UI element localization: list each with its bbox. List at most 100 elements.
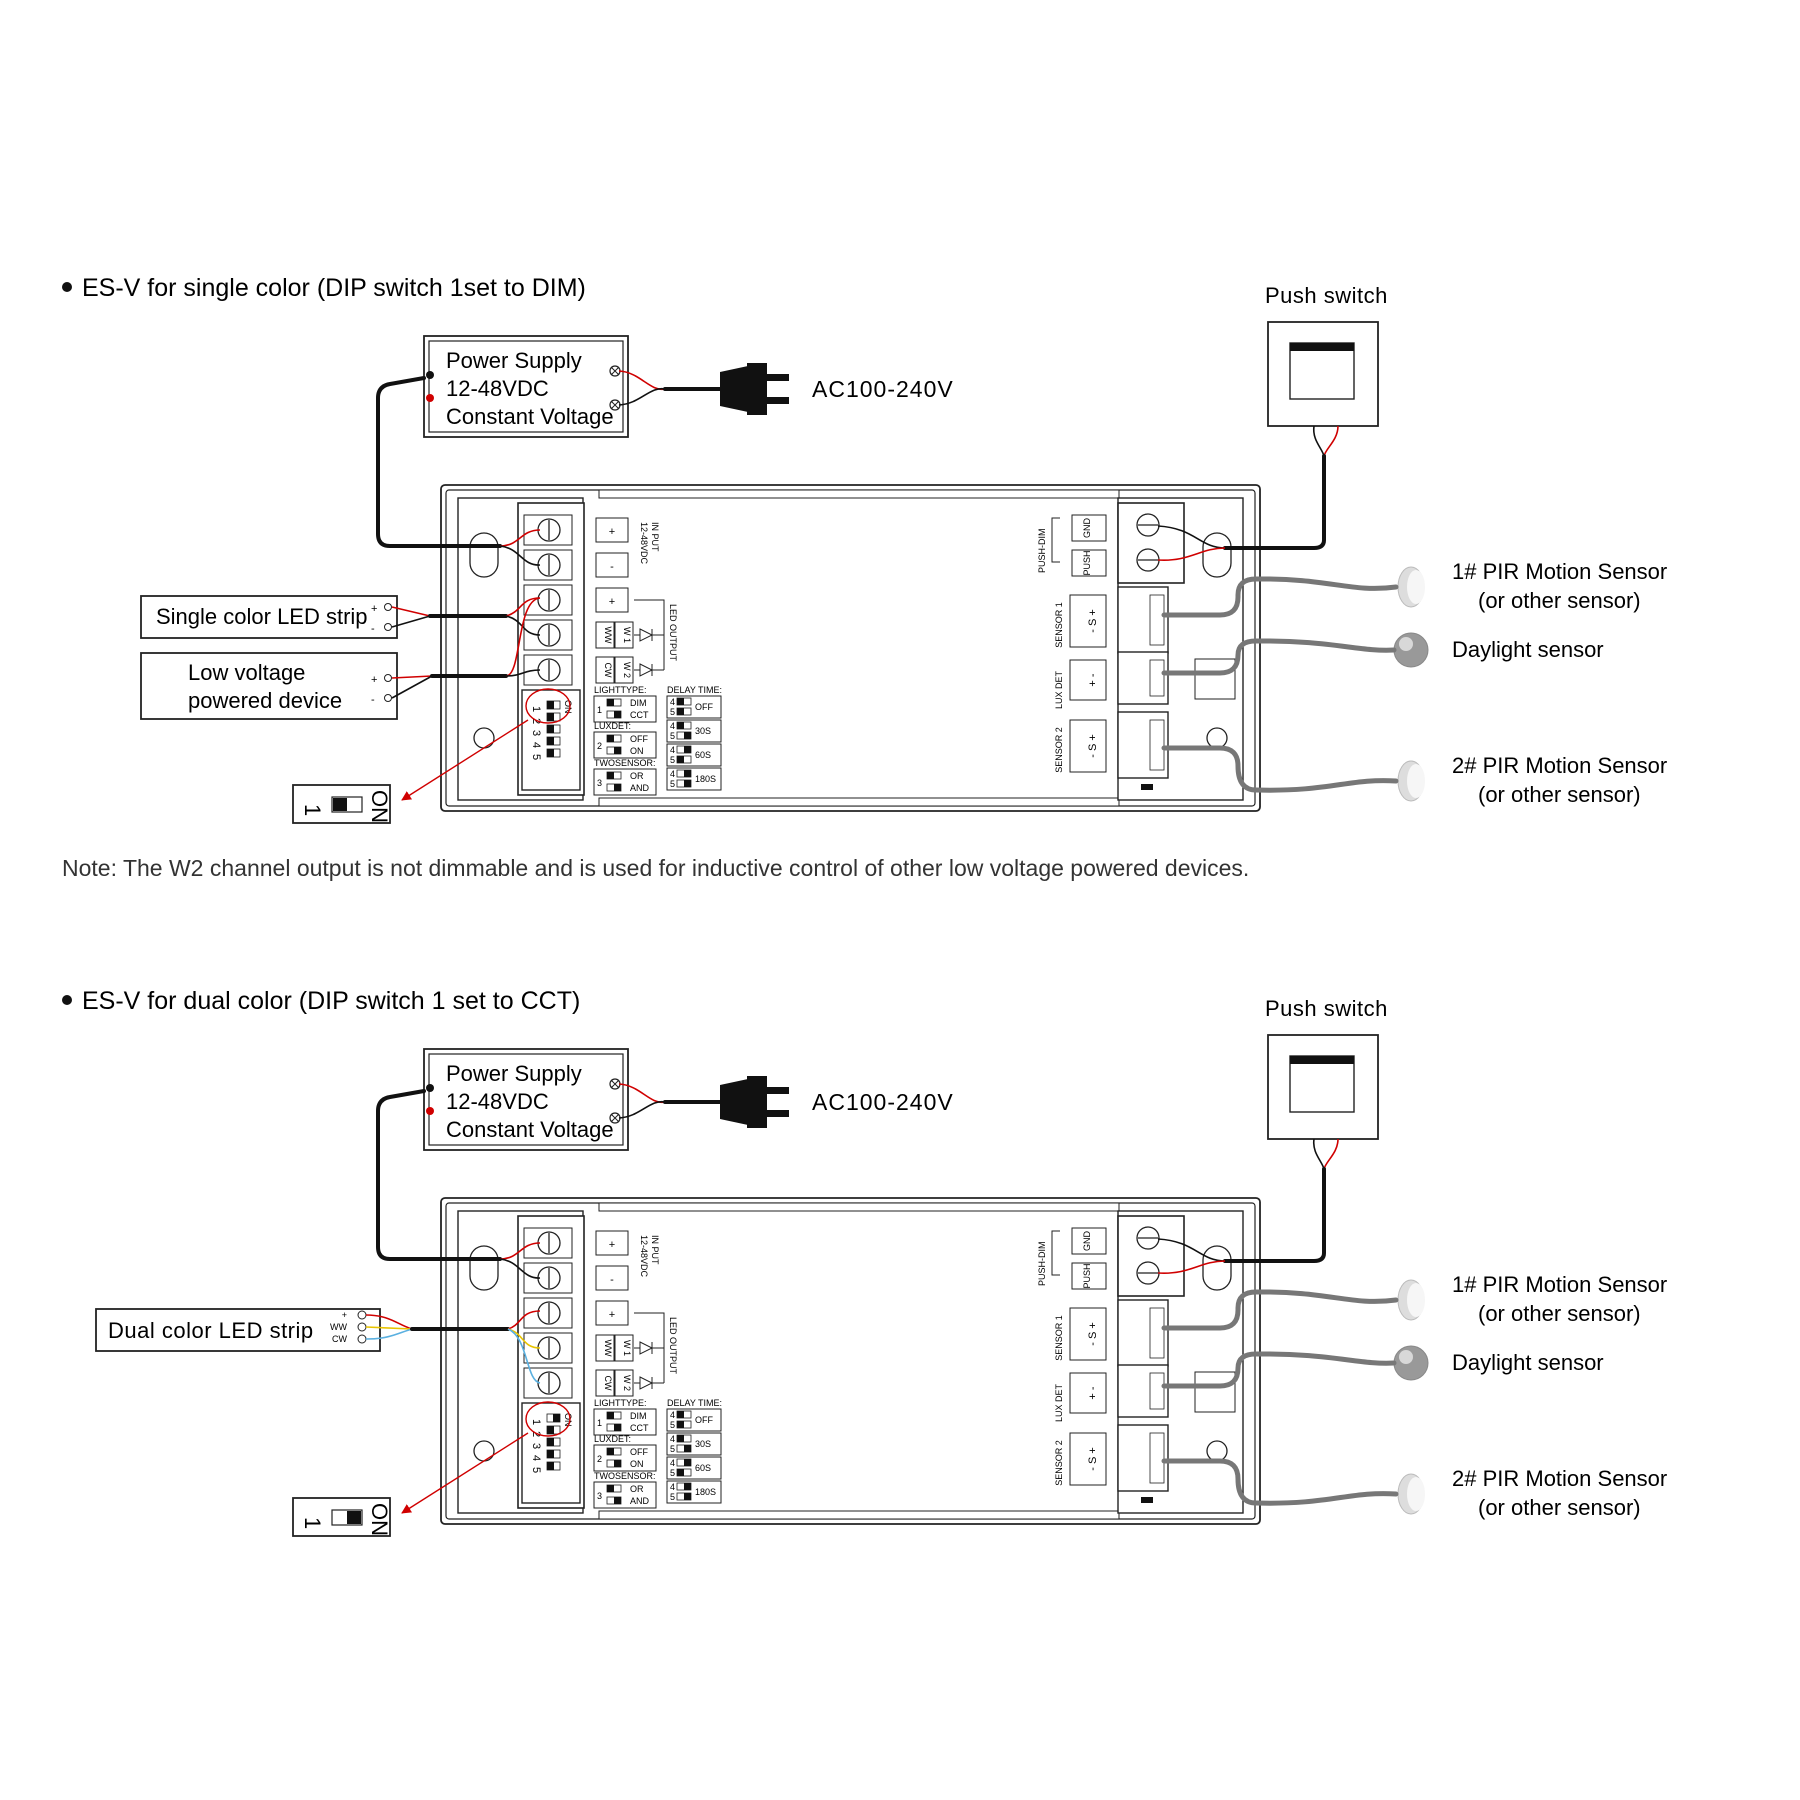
dip-switch-lever: [677, 698, 684, 705]
dip-switch-lever: [614, 1460, 621, 1467]
output-label: LED OUTPUT: [668, 1317, 678, 1375]
daylight-sensor-icon: [1393, 1345, 1429, 1381]
section-heading: ES-V for single color (DIP switch 1set t…: [82, 274, 586, 302]
setting-switch-number: 5: [670, 755, 675, 765]
sensor-group-label: SENSOR 2: [1054, 727, 1064, 773]
setting-table: [593, 1408, 657, 1436]
dip-inset-lever: [347, 1511, 361, 1524]
section-dual-color: ES-V for dual color (DIP switch 1 set to…: [62, 987, 1667, 1537]
terminal-label: -: [610, 1274, 614, 1286]
mount-slot-icon: [469, 532, 499, 578]
dip-switch-lever: [607, 1485, 614, 1492]
output-bracket: [634, 1312, 665, 1383]
setting-option: 180S: [695, 774, 716, 784]
setting-option: OR: [630, 1484, 644, 1494]
housing-rail: [598, 489, 1120, 499]
terminal-label: +: [609, 596, 615, 608]
sensor-lens: [1407, 1283, 1425, 1317]
setting-switch-number: 5: [670, 1420, 675, 1430]
load-label: Single color LED strip: [156, 604, 368, 629]
setting-switch-number: 3: [597, 778, 602, 788]
terminal-dot: [384, 674, 392, 682]
plug-prong: [767, 397, 789, 404]
setting-switch-number: 2: [597, 741, 602, 751]
controller-housing: [440, 484, 1261, 812]
sensor-pin-box: [1069, 594, 1107, 648]
setting-switch-number: 1: [597, 1418, 602, 1428]
sensor-highlight: [1399, 637, 1413, 651]
dip-switch-lever: [553, 1414, 560, 1422]
sensor-label: 2# PIR Motion Sensor: [1452, 753, 1667, 778]
switch-wire: [1323, 1138, 1339, 1170]
screw-cross: [610, 1079, 620, 1089]
dip-highlight-circle: [525, 1401, 571, 1437]
dip-switch-lever: [547, 1438, 554, 1446]
sensor-highlight: [1399, 1350, 1413, 1364]
setting-option: OR: [630, 771, 644, 781]
setting-option: OFF: [695, 1415, 713, 1425]
terminal-label: W 2: [622, 1375, 632, 1391]
connector-pins: [1149, 719, 1165, 771]
dip-switch-lever: [684, 1493, 691, 1500]
power-supply-label: Power Supply: [446, 348, 582, 373]
dip-switch-lever: [547, 1462, 554, 1470]
setting-option: 60S: [695, 750, 711, 760]
dip-switch-lever: [684, 1483, 691, 1490]
dip-number: 1: [530, 706, 542, 712]
dip-number: 5: [530, 1467, 542, 1473]
setting-table: [593, 731, 657, 759]
sensor-label: (or other sensor): [1478, 1495, 1641, 1520]
plug-body: [747, 1076, 767, 1128]
ac-wire: [618, 1100, 666, 1119]
setting-title: TWOSENSOR:: [594, 1471, 656, 1481]
setting-title: LIGHTTYPE:: [594, 685, 647, 695]
push-switch-top: [1290, 343, 1354, 351]
push-switch-plate: [1289, 1055, 1355, 1113]
sensor-pin-label: + -: [1087, 1386, 1099, 1399]
setting-table: [666, 719, 722, 743]
terminal-label-box: [595, 1334, 615, 1362]
push-wire: [1157, 547, 1226, 561]
setting-title: LUXDET:: [594, 721, 631, 731]
housing-rail: [598, 797, 1120, 807]
housing-rail: [598, 1202, 1120, 1212]
load-terminal: WW: [330, 1322, 347, 1332]
daylight-sensor-icon: [1393, 632, 1429, 668]
load-terminal: -: [371, 694, 375, 706]
housing-rail: [598, 1510, 1120, 1520]
power-supply-label: Constant Voltage: [446, 1117, 614, 1142]
setting-switch-number: 4: [670, 769, 675, 779]
load-terminal: -: [371, 623, 375, 635]
switch-wire: [1312, 425, 1325, 457]
load-wire: [391, 675, 433, 699]
terminal-label: WW: [603, 627, 613, 644]
dip-switch-lever: [607, 735, 614, 742]
section-single-color: ES-V for single color (DIP switch 1set t…: [62, 274, 1667, 824]
dip-switch-lever: [684, 732, 691, 739]
dip-switch-lever: [614, 784, 621, 791]
setting-switch-number: 1: [597, 705, 602, 715]
sensor-pin-label: - S +: [1087, 734, 1099, 758]
output-bracket: [634, 599, 665, 670]
terminal-label-box: [595, 1265, 629, 1291]
dip-number: 4: [530, 1455, 542, 1461]
load-box: [95, 1308, 381, 1352]
housing-window: [1194, 658, 1236, 700]
setting-table: [666, 1456, 722, 1480]
connector-pins: [1149, 1372, 1165, 1410]
push-wire: [1157, 525, 1226, 549]
sensor-label: Daylight sensor: [1452, 637, 1604, 662]
dip-inset-number: 1: [300, 1517, 325, 1529]
terminal-label: -: [610, 561, 614, 573]
plug-prong: [767, 374, 789, 381]
dip-switch-lever: [607, 772, 614, 779]
setting-option: OFF: [630, 734, 648, 744]
screw-cross: [610, 366, 620, 376]
terminal-label-box: [595, 621, 615, 649]
setting-option: OFF: [630, 1447, 648, 1457]
setting-switch-number: 5: [670, 1492, 675, 1502]
setting-switch-number: 4: [670, 721, 675, 731]
sensor-cable: [1161, 745, 1399, 793]
setting-title: LIGHTTYPE:: [594, 1398, 647, 1408]
load-box: [140, 595, 398, 639]
